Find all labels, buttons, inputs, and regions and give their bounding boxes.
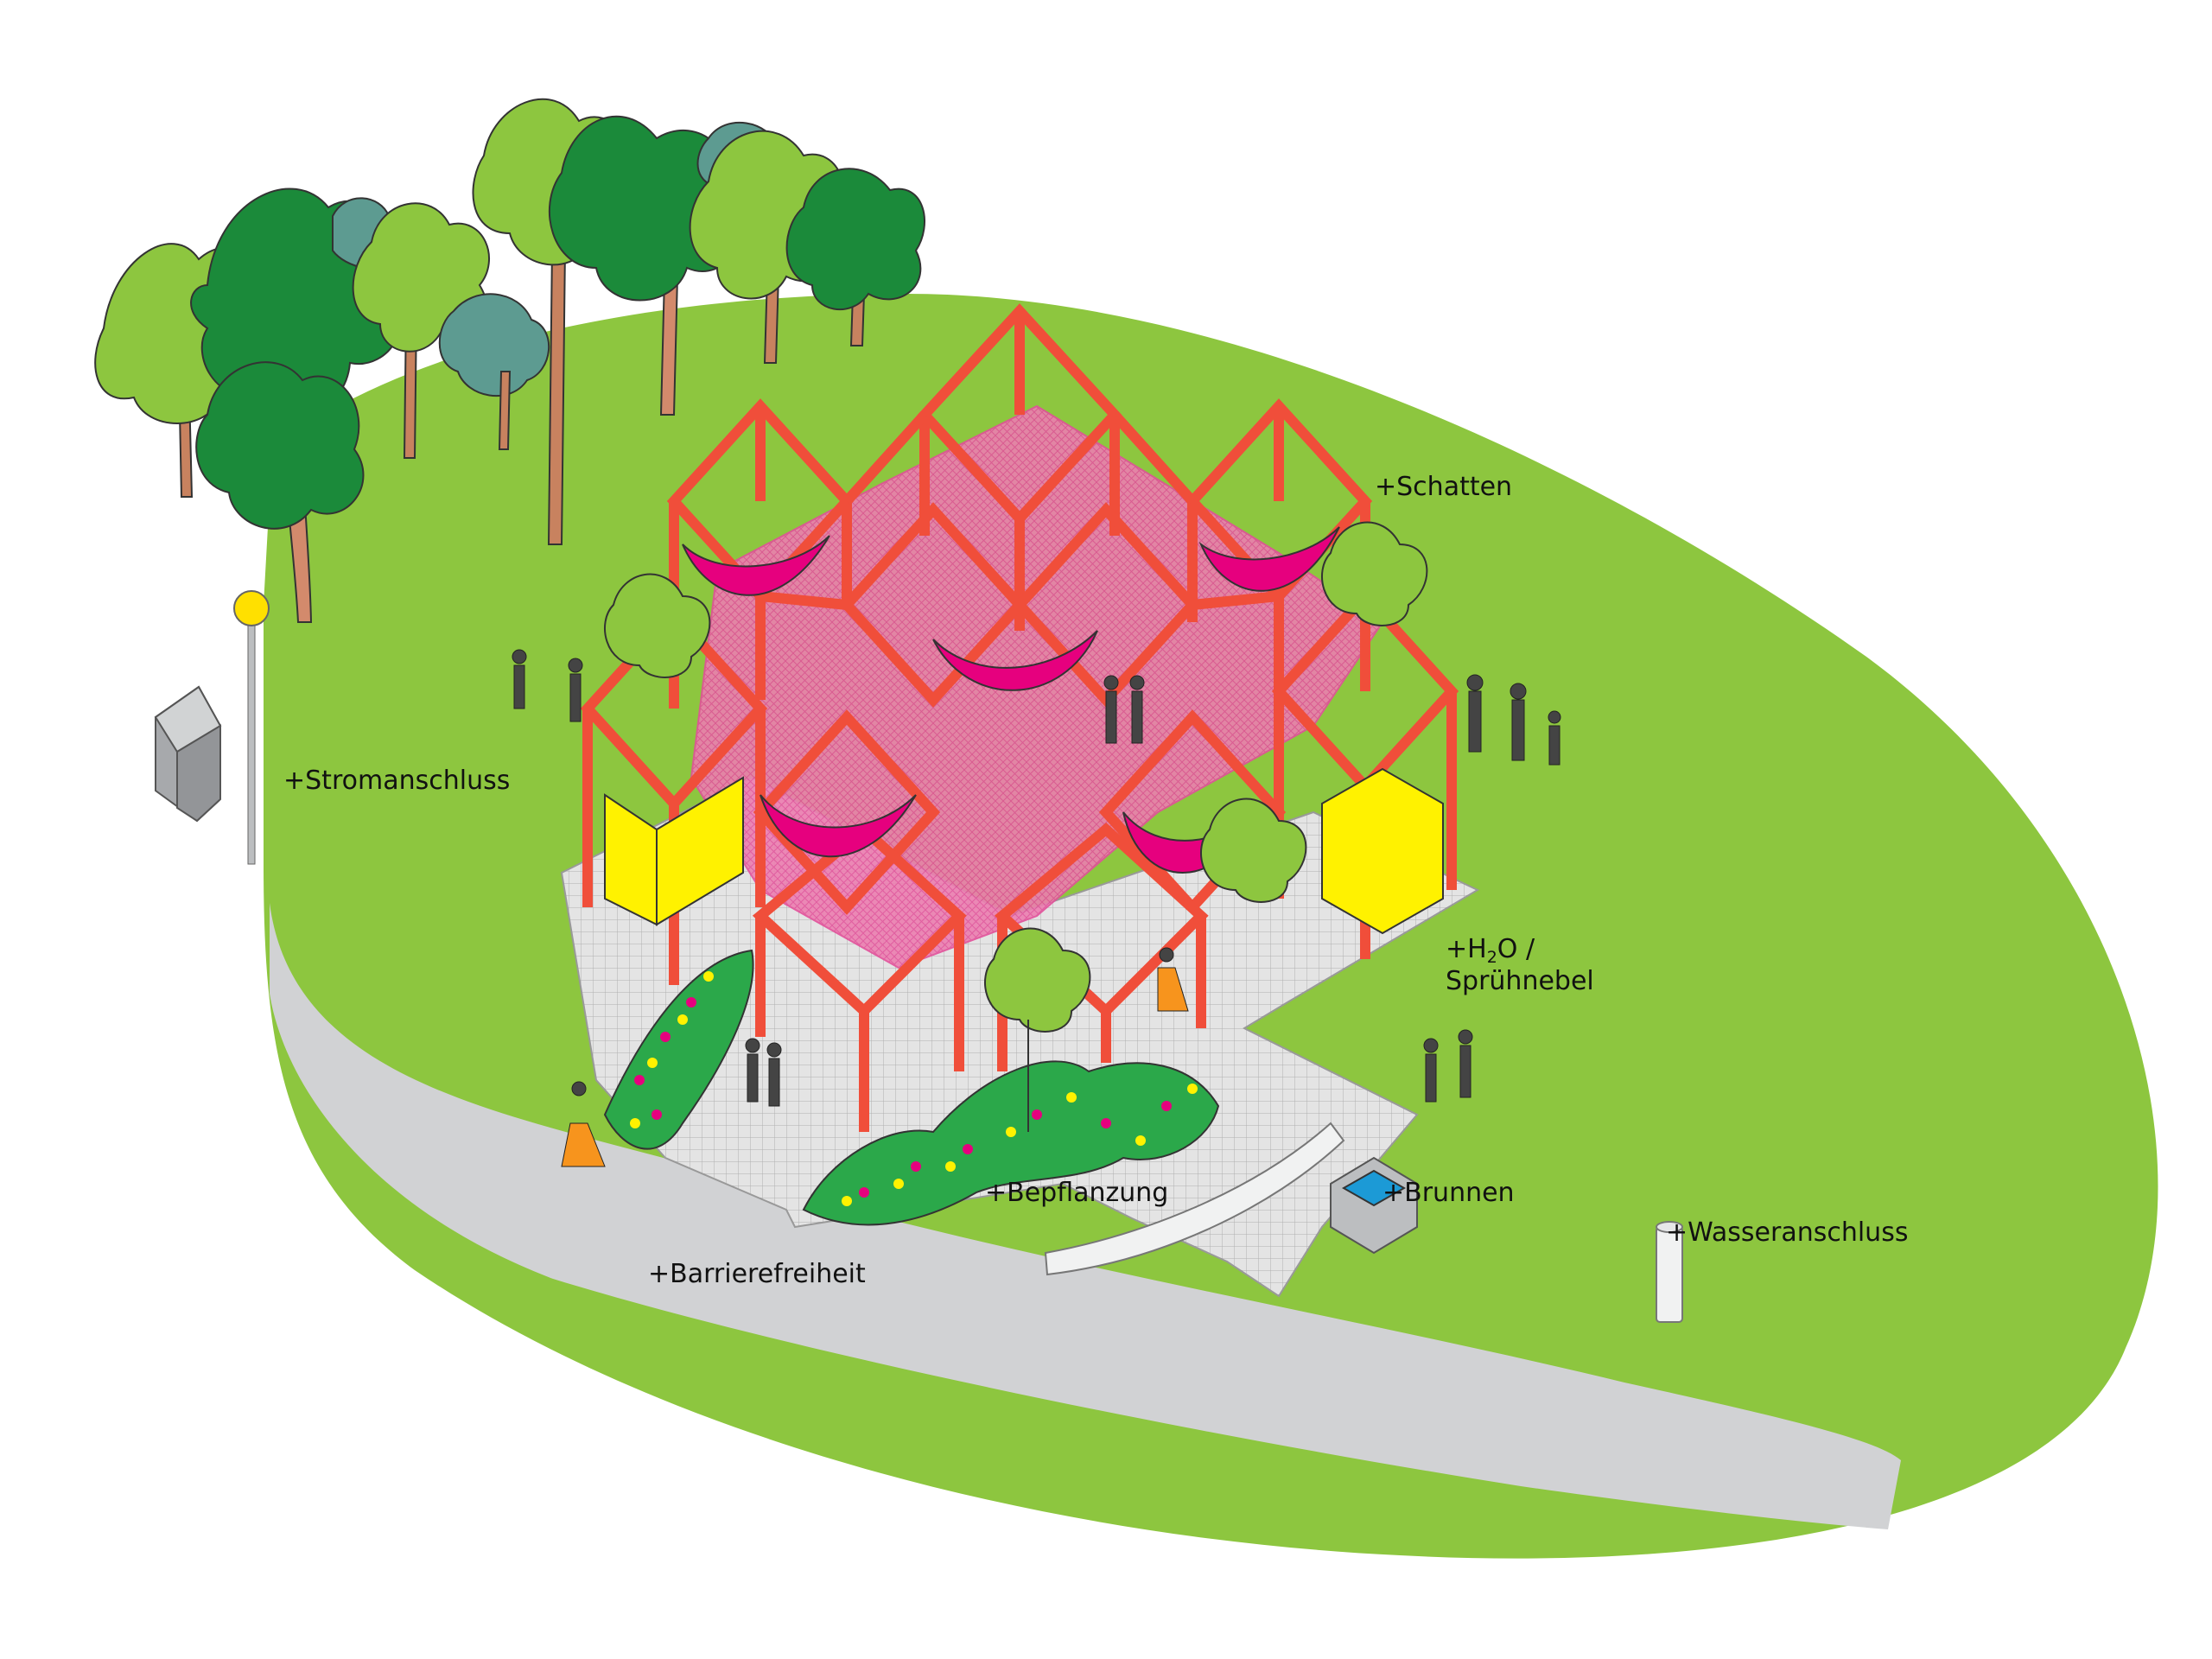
person-icon: [512, 649, 1561, 1167]
label-brunnen: +Brunnen: [1382, 1178, 1515, 1208]
label-stromanschluss: +Stromanschluss: [283, 766, 511, 796]
label-h2o-prefix: +H: [1446, 934, 1487, 964]
tree-icon: [604, 521, 1428, 1132]
tree-icon: [785, 168, 925, 346]
label-schatten: +Schatten: [1375, 472, 1513, 502]
accessible-path: [270, 903, 1901, 1529]
label-h2o: +H2O /: [1446, 933, 1535, 974]
lamp-icon: [233, 590, 270, 865]
hydrant-icon: [1656, 1221, 1683, 1323]
fountain-icon: [1330, 1156, 1418, 1255]
label-h2o-sub: 2: [1486, 948, 1497, 967]
bench-icon: [1044, 1122, 1345, 1276]
label-bepflanzung: +Bepflanzung: [985, 1178, 1169, 1208]
label-h2o-suffix: O /: [1497, 934, 1535, 964]
tree-group: [94, 98, 925, 623]
planting-bed: [603, 949, 1220, 1226]
label-wasseranschluss: +Wasseranschluss: [1666, 1217, 1909, 1248]
label-spruehnebel: Sprühnebel: [1446, 966, 1594, 996]
label-barrierefreiheit: +Barrierefreiheit: [648, 1259, 866, 1289]
utility-box-icon: [154, 685, 222, 823]
tree-icon: [438, 293, 550, 450]
pavilion: [580, 303, 1459, 1132]
